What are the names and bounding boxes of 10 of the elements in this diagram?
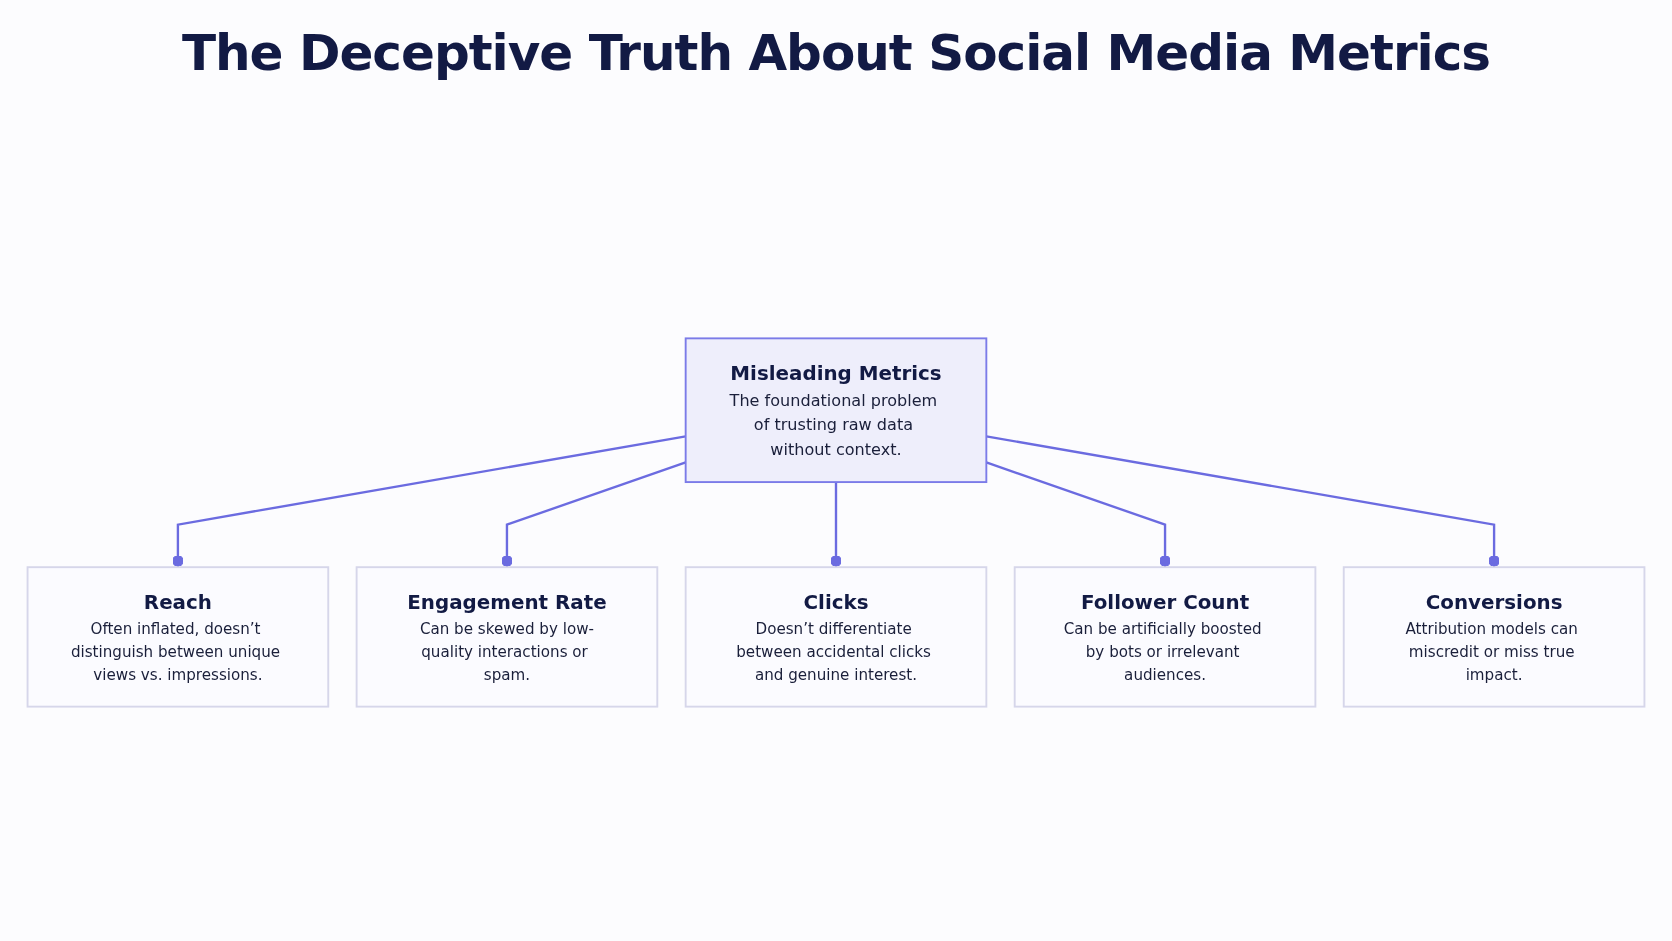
node-box: Reach Often inflated, doesn’t distinguish between unique views vs. impressions. xyxy=(26,566,330,708)
node-box: Follower Count Can be artificially boosted by bots or irrelevant audiences. xyxy=(1013,566,1317,708)
node-box: Clicks Doesn’t differentiate between accidental clicks and genuine interest. xyxy=(684,566,988,708)
connector xyxy=(172,435,686,568)
connector xyxy=(830,482,842,568)
node-box: Engagement Rate Can be skewed by low-quality interactions or spam. xyxy=(355,566,659,708)
connector xyxy=(986,435,1500,568)
node-box: Conversions Attribution models can miscredit or miss true impact. xyxy=(1342,566,1646,708)
node-box: Misleading Metrics The foundational problem of trusting raw data without context. xyxy=(684,337,988,484)
title: The Deceptive Truth About Social Media Metrics xyxy=(181,24,1491,82)
